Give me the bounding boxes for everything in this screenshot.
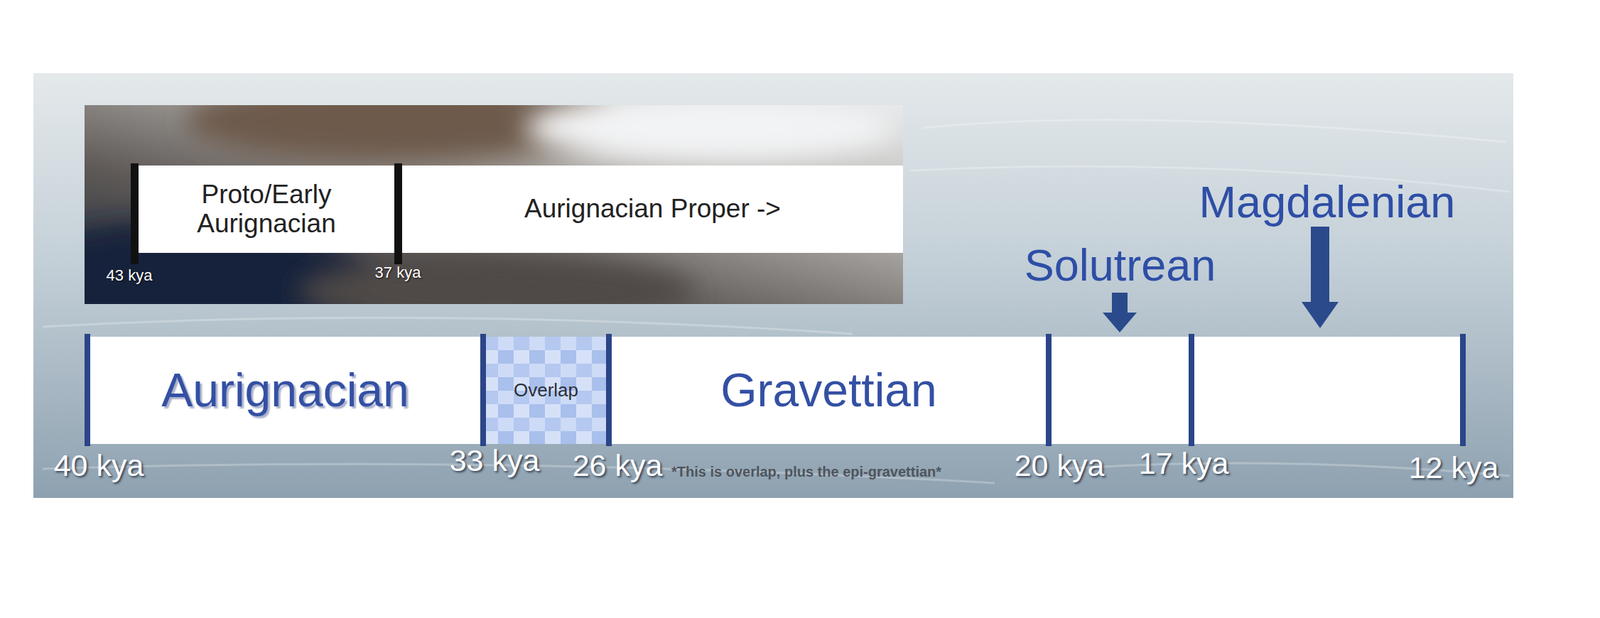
date-label: 20 kya [1014,450,1105,481]
tick-bar [394,163,403,265]
date-label: 40 kya [53,450,145,481]
date-label: 17 kya [1138,448,1230,479]
date-label: 37 kya [375,265,422,281]
overlap-pixels [485,336,607,445]
pointer-arrow [1102,292,1137,333]
date-label: 12 kya [1408,452,1500,484]
pointer-arrow [1301,226,1339,329]
overlap-box: Overlap [485,336,607,445]
period-name: Aurignacian Proper -> [524,194,781,224]
footnote: *This is overlap, plus the epi-gravettia… [671,464,942,479]
culture-box: Solutrean [1051,336,1189,445]
phase-box: Aurignacian Proper -> [402,165,904,253]
period-name: Aurignacian [161,364,410,417]
inset-band [130,165,904,253]
date-label: 26 kya [572,450,663,481]
date-label: 33 kya [449,445,540,477]
period-name: Overlap [513,380,579,401]
main-band [86,336,1465,445]
inset-photo [84,105,904,305]
period-name: Proto/Early Aurignacian [145,180,388,239]
culture-box: Aurignacian [90,336,481,445]
period-heading: Solutrean [1024,242,1217,288]
date-label: 43 kya [106,267,153,284]
period-name: Gravettian [720,364,937,417]
period-heading: Magdalenian [1199,179,1456,225]
culture-box: Gravettian [611,336,1046,445]
separators [84,333,1466,447]
culture-box: Magdalenian [1194,336,1461,445]
tick-bar [130,163,139,265]
phase-box: Proto/Early Aurignacian [138,165,395,253]
